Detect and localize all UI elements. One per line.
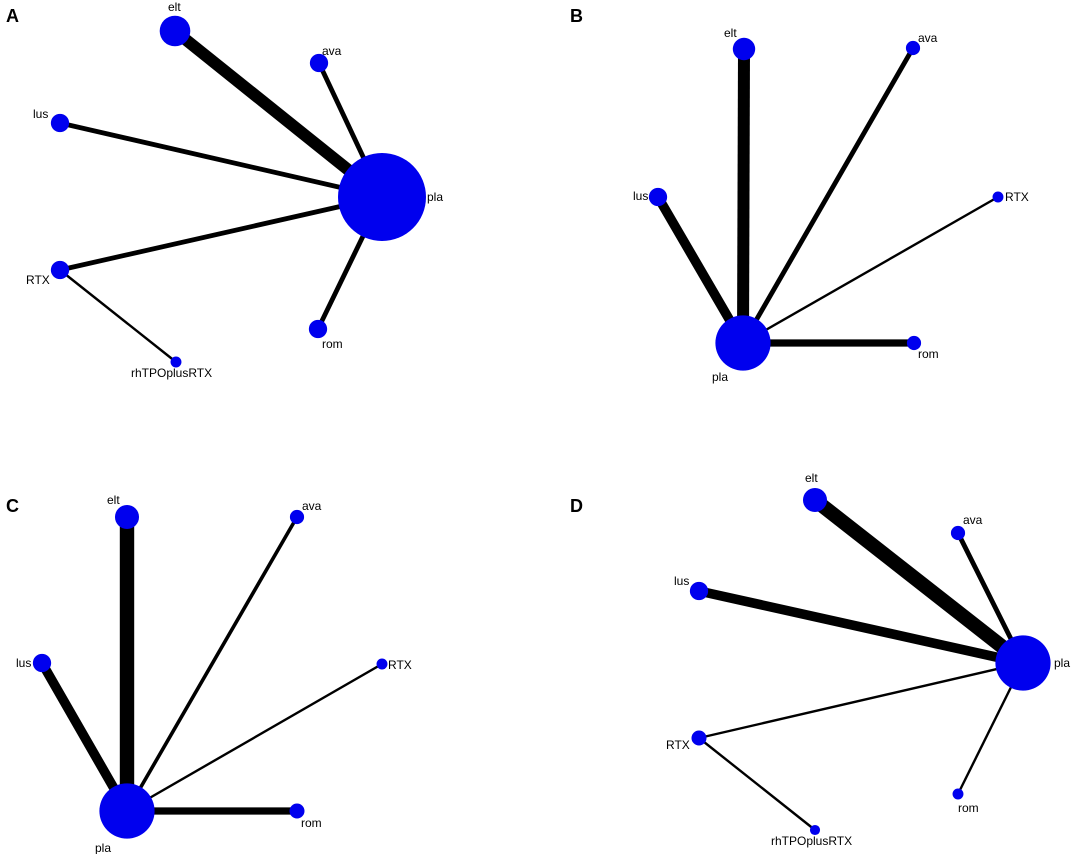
- node-label-elt: elt: [724, 26, 737, 40]
- node-pla: [338, 153, 426, 241]
- edge-ava-pla: [125, 516, 299, 812]
- node-label-ava: ava: [322, 44, 342, 58]
- node-elt: [114, 504, 140, 530]
- edge-rtx-pla: [742, 195, 999, 345]
- edge-lus-pla: [37, 660, 132, 814]
- edge-ava-pla: [740, 46, 916, 345]
- node-label-lus: lus: [633, 189, 648, 203]
- node-label-rom: rom: [918, 347, 939, 361]
- node-rtx: [992, 191, 1004, 203]
- node-label-pla: pla: [1054, 656, 1070, 670]
- panel-b: B elt ava lus RTX pla rom: [570, 6, 1029, 384]
- edge-rtx-pla: [126, 662, 383, 813]
- node-label-rom: rom: [958, 801, 979, 815]
- node-label-lus: lus: [33, 107, 48, 121]
- node-label-elt: elt: [805, 471, 818, 485]
- node-label-rhtpoplusrtx: rhTPOplusRTX: [771, 834, 852, 848]
- edge-lus-pla: [653, 194, 748, 346]
- node-lus: [32, 653, 52, 673]
- node-rhtpoplusrtx: [170, 356, 182, 368]
- node-rom: [308, 319, 328, 339]
- panel-d: D elt ava lus pla RTX rom rhTPOplusRTX: [570, 471, 1070, 848]
- edge-rtx-pla: [698, 661, 1024, 740]
- node-elt: [802, 487, 828, 513]
- node-label-pla: pla: [427, 190, 443, 204]
- node-label-rom: rom: [301, 816, 322, 830]
- node-label-rhtpoplusrtx: rhTPOplusRTX: [131, 366, 212, 380]
- node-rom: [906, 335, 922, 351]
- node-label-rtx: RTX: [1005, 190, 1029, 204]
- node-elt: [159, 15, 191, 47]
- node-label-lus: lus: [16, 656, 31, 670]
- node-label-elt: elt: [107, 493, 120, 507]
- node-label-lus: lus: [674, 574, 689, 588]
- node-lus: [648, 187, 668, 207]
- node-rom: [952, 788, 964, 800]
- node-rom: [289, 803, 305, 819]
- node-pla: [995, 635, 1051, 691]
- edge-elt-pla: [737, 48, 750, 344]
- panel-label-c: C: [6, 496, 19, 516]
- edge-rtx-rhtpoplusrtx: [698, 737, 816, 831]
- edge-rtx-rhtpoplusrtx: [59, 269, 177, 363]
- node-label-ava: ava: [302, 499, 322, 513]
- node-rtx: [691, 730, 707, 746]
- node-rtx: [376, 658, 388, 670]
- panel-a: A elt ava lus pla RTX rom rhTPOplusRTX: [6, 0, 443, 380]
- node-rtx: [50, 260, 70, 280]
- node-rhtpoplusrtx: [809, 824, 821, 836]
- node-label-rom: rom: [322, 337, 343, 351]
- node-label-rtx: RTX: [26, 273, 50, 287]
- node-label-rtx: RTX: [666, 738, 690, 752]
- node-label-elt: elt: [168, 0, 181, 14]
- node-label-pla: pla: [712, 370, 728, 384]
- edge-lus-pla: [59, 120, 383, 200]
- node-elt: [732, 37, 756, 61]
- node-ava: [950, 525, 966, 541]
- node-label-rtx: RTX: [388, 658, 412, 672]
- node-label-ava: ava: [963, 513, 983, 527]
- node-label-pla: pla: [95, 841, 111, 854]
- edge-elt-pla: [810, 494, 1028, 669]
- edge-lus-pla: [697, 586, 1025, 668]
- node-lus: [689, 581, 709, 601]
- node-ava: [905, 40, 921, 56]
- panel-c: C elt ava lus RTX pla rom: [6, 493, 412, 854]
- panel-label-b: B: [570, 6, 583, 26]
- node-ava: [289, 509, 305, 525]
- panel-label-a: A: [6, 6, 19, 26]
- node-lus: [50, 113, 70, 133]
- panel-label-d: D: [570, 496, 583, 516]
- node-label-ava: ava: [918, 31, 938, 45]
- edge-rtx-pla: [59, 194, 383, 273]
- node-pla: [715, 315, 771, 371]
- edge-elt-pla: [171, 26, 386, 202]
- node-pla: [99, 783, 155, 839]
- node-ava: [309, 53, 329, 73]
